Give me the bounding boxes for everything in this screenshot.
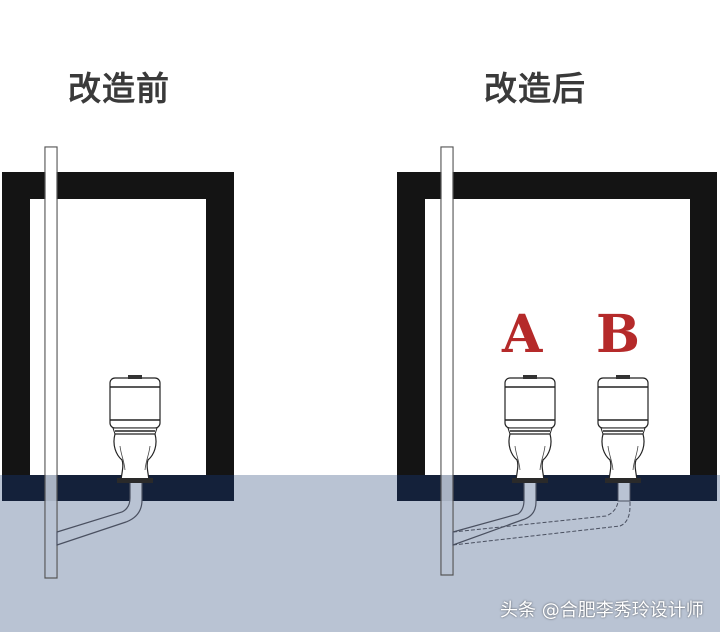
- after-drain-pipe-a: [452, 475, 537, 546]
- toilet-b-icon: [597, 374, 649, 484]
- before-title: 改造前: [68, 69, 170, 108]
- watermark: 头条 @合肥李秀玲设计师: [500, 600, 704, 621]
- ground: [0, 475, 720, 632]
- toilet-a-icon: [504, 374, 556, 484]
- after-vent-pipe: [440, 146, 454, 576]
- after-wall-left: [397, 172, 425, 475]
- before-wall-right: [206, 172, 234, 475]
- after-drain-pipe-b-dashed: [452, 476, 631, 546]
- before-wall-left: [2, 172, 30, 475]
- label-b: B: [596, 304, 640, 365]
- after-title: 改造后: [484, 69, 586, 108]
- after-wall-right: [690, 172, 717, 475]
- before-vent-pipe: [44, 146, 58, 579]
- label-a: A: [502, 304, 543, 365]
- before-drain-pipe: [56, 475, 143, 546]
- before-wall-top: [2, 172, 234, 199]
- before-toilet-icon: [109, 374, 161, 484]
